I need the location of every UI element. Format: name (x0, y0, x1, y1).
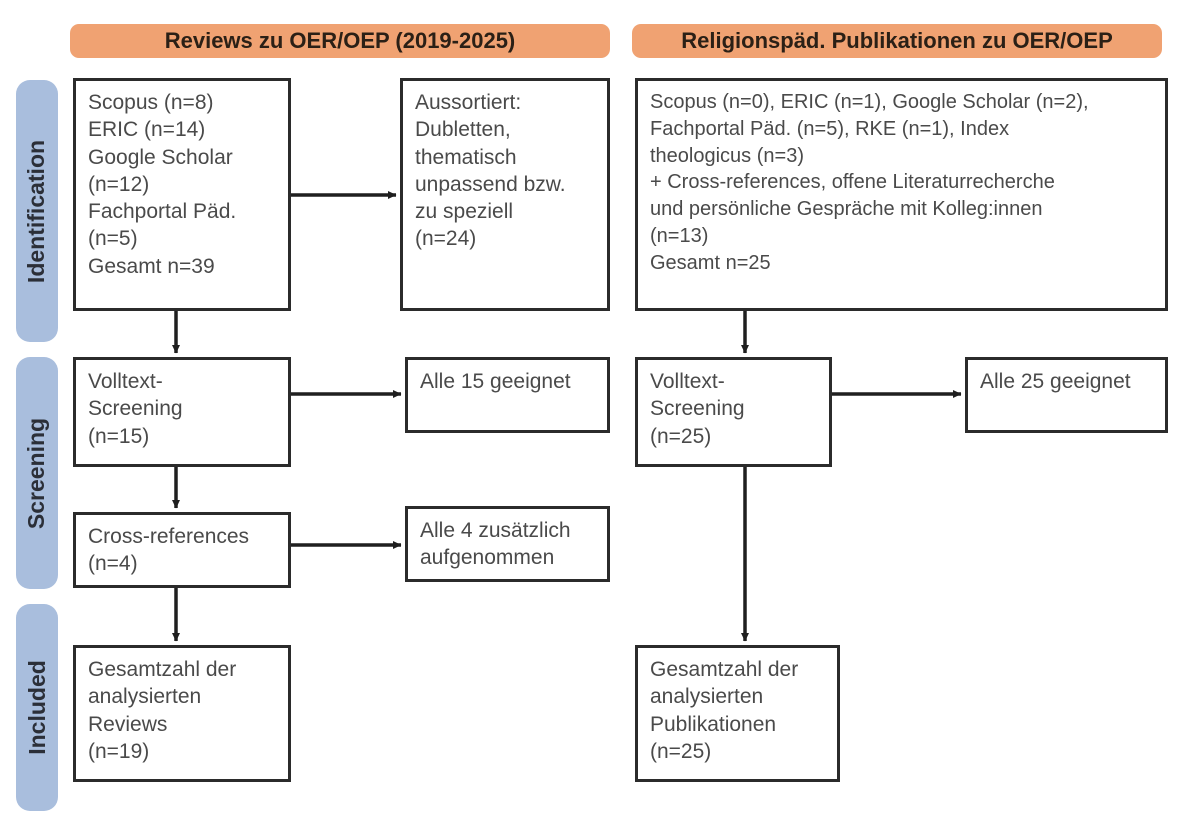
box-left-included-total: Gesamtzahl der analysierten Reviews (n=1… (73, 645, 291, 782)
box-left-crossrefs: Cross-references (n=4) (73, 512, 291, 588)
box-left-fulltext-screening: Volltext- Screening (n=15) (73, 357, 291, 467)
stage-label-screening: Screening (23, 417, 50, 529)
column-header-reviews: Reviews zu OER/OEP (2019-2025) (70, 24, 610, 58)
stage-pill-screening: Screening (16, 357, 58, 589)
box-left-crossrefs-result: Alle 4 zusätzlich aufgenommen (405, 506, 610, 582)
box-right-fulltext-screening: Volltext- Screening (n=25) (635, 357, 832, 467)
stage-label-included: Included (23, 660, 50, 755)
stage-pill-included: Included (16, 604, 58, 811)
stage-pill-identification: Identification (16, 80, 58, 342)
box-left-sources: Scopus (n=8) ERIC (n=14) Google Scholar … (73, 78, 291, 311)
box-right-fulltext-result: Alle 25 geeignet (965, 357, 1168, 433)
box-right-sources: Scopus (n=0), ERIC (n=1), Google Scholar… (635, 78, 1168, 311)
stage-label-identification: Identification (23, 139, 50, 283)
box-left-excluded: Aussortiert: Dubletten, thematisch unpas… (400, 78, 610, 311)
column-header-religionspaed: Religionspäd. Publikationen zu OER/OEP (632, 24, 1162, 58)
box-right-included-total: Gesamtzahl der analysierten Publikatione… (635, 645, 840, 782)
box-left-fulltext-result: Alle 15 geeignet (405, 357, 610, 433)
